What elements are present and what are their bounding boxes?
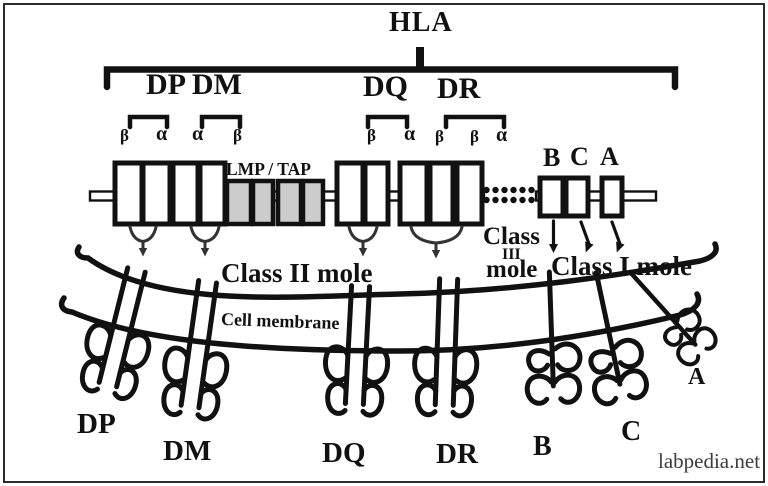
gene-label-b: B — [543, 143, 561, 172]
region-label-dq: DQ — [363, 70, 408, 103]
dm-beta-label: β — [233, 126, 242, 145]
receptor-a — [627, 269, 720, 368]
class3-dots — [483, 186, 535, 204]
receptor-label-a: A — [688, 364, 706, 390]
membrane-top — [74, 241, 719, 300]
a-arrow — [610, 220, 625, 253]
class1-molecule-label: Class I mole — [551, 251, 692, 281]
gene-box-b — [537, 175, 566, 219]
receptor-c — [571, 270, 651, 406]
class3-molecule-word3: mole — [486, 256, 538, 283]
gene-box-dm-beta — [197, 160, 228, 227]
watermark: labpedia.net — [658, 449, 761, 473]
region-label-dr: DR — [437, 72, 481, 105]
dp-alpha-label: α — [156, 123, 168, 145]
dp-bracket — [127, 114, 170, 130]
receptor-b — [523, 269, 581, 404]
receptor-label-c: C — [621, 416, 642, 447]
dr-alpha-label: α — [496, 124, 508, 146]
dq-alpha-label: α — [404, 123, 416, 145]
lmp-tap-box-3 — [275, 178, 304, 227]
receptor-label-dr: DR — [436, 438, 478, 470]
dq-beta-label: β — [367, 126, 376, 145]
class3-molecule-word1: Class — [483, 223, 540, 250]
gene-box-c — [563, 175, 591, 219]
receptor-label-dp: DP — [77, 408, 116, 440]
gene-box-a — [599, 175, 625, 219]
dr-bracket — [443, 114, 507, 130]
dr-beta2-label: β — [470, 127, 479, 146]
lmp-tap-box-2 — [250, 178, 276, 227]
dq-bracket — [365, 114, 410, 130]
dm-brace-arrow — [189, 225, 221, 257]
dp-brace-arrow — [128, 225, 158, 257]
dq-brace-arrow — [347, 225, 379, 257]
region-label-dp-dm: DP DM — [146, 68, 242, 101]
gene-box-dr-alpha — [454, 160, 485, 227]
lmp-tap-box-1 — [224, 178, 254, 227]
chromosome-line-right — [534, 190, 658, 202]
receptor-dq — [323, 283, 392, 415]
gene-box-dq-beta — [334, 160, 366, 227]
receptor-dp — [75, 265, 166, 403]
c-arrow — [579, 220, 594, 253]
b-arrow — [549, 219, 558, 253]
lmp-tap-label: LMP / TAP — [226, 159, 311, 179]
gene-box-dq-alpha — [362, 160, 391, 227]
gene-label-c: C — [570, 142, 589, 171]
gene-box-dm-alpha — [170, 160, 201, 227]
receptor-label-b: B — [533, 431, 552, 462]
class3-molecule-word2: III — [502, 246, 521, 263]
lmp-tap-box-4 — [300, 178, 326, 227]
dp-beta-label: β — [120, 126, 129, 145]
gene-box-dr-beta1 — [397, 160, 430, 227]
hla-bracket — [103, 66, 679, 91]
gene-box-dr-beta2 — [427, 160, 456, 227]
gene-box-dp-alpha — [140, 160, 173, 227]
dm-bracket — [199, 114, 243, 130]
receptor-label-dq: DQ — [322, 437, 366, 469]
hla-bracket-tick — [416, 47, 424, 67]
diagram-title: HLA — [389, 7, 453, 38]
dr-brace-arrow — [409, 225, 464, 259]
receptor-dm — [158, 277, 238, 421]
dm-alpha-label: α — [192, 123, 204, 145]
class2-molecule-label: Class II mole — [221, 258, 373, 288]
dr-beta1-label: β — [435, 127, 444, 146]
receptor-label-dm: DM — [163, 435, 212, 467]
gene-label-a: A — [600, 142, 619, 171]
receptor-dr — [413, 276, 480, 416]
cell-membrane-label: Cell membrane — [220, 308, 340, 334]
gene-box-dp-beta — [112, 160, 145, 227]
